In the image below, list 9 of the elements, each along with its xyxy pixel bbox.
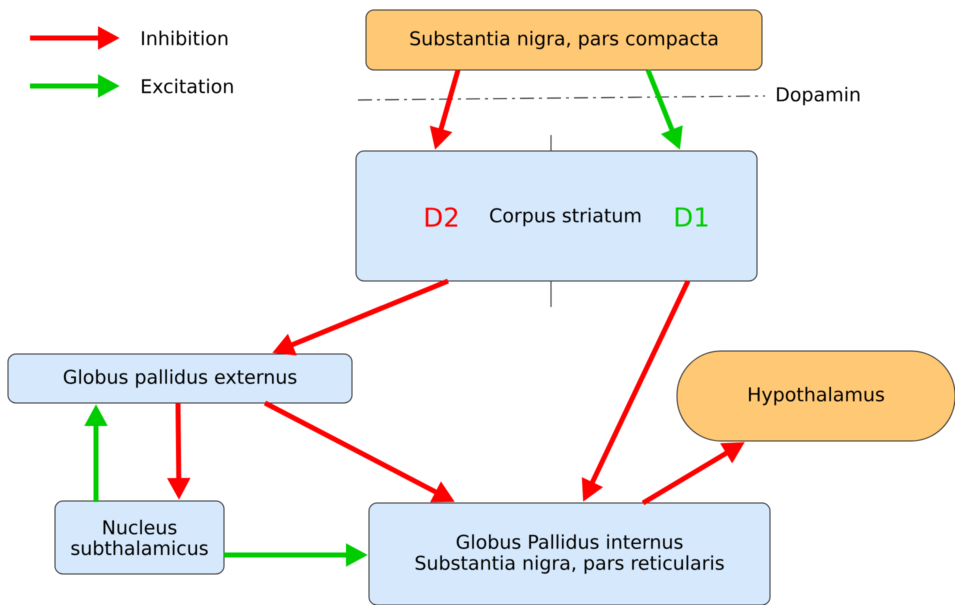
region-box: Nucleus subthalamicus [54,500,224,574]
region-box: Substantia nigra, pars compacta [366,10,762,70]
region-box: Globus Pallidus internus Substantia nigra, pars reticularis [368,502,770,605]
region-box: D2 Corpus striatum D1 [356,150,758,282]
legend-label: Inhibition [142,30,228,46]
rounded-region-box: Hypothalamus [676,350,955,442]
legend-label: Excitation [142,78,233,94]
region-box: Globus pallidus externus [8,354,352,404]
label: Dopamin [777,86,860,106]
